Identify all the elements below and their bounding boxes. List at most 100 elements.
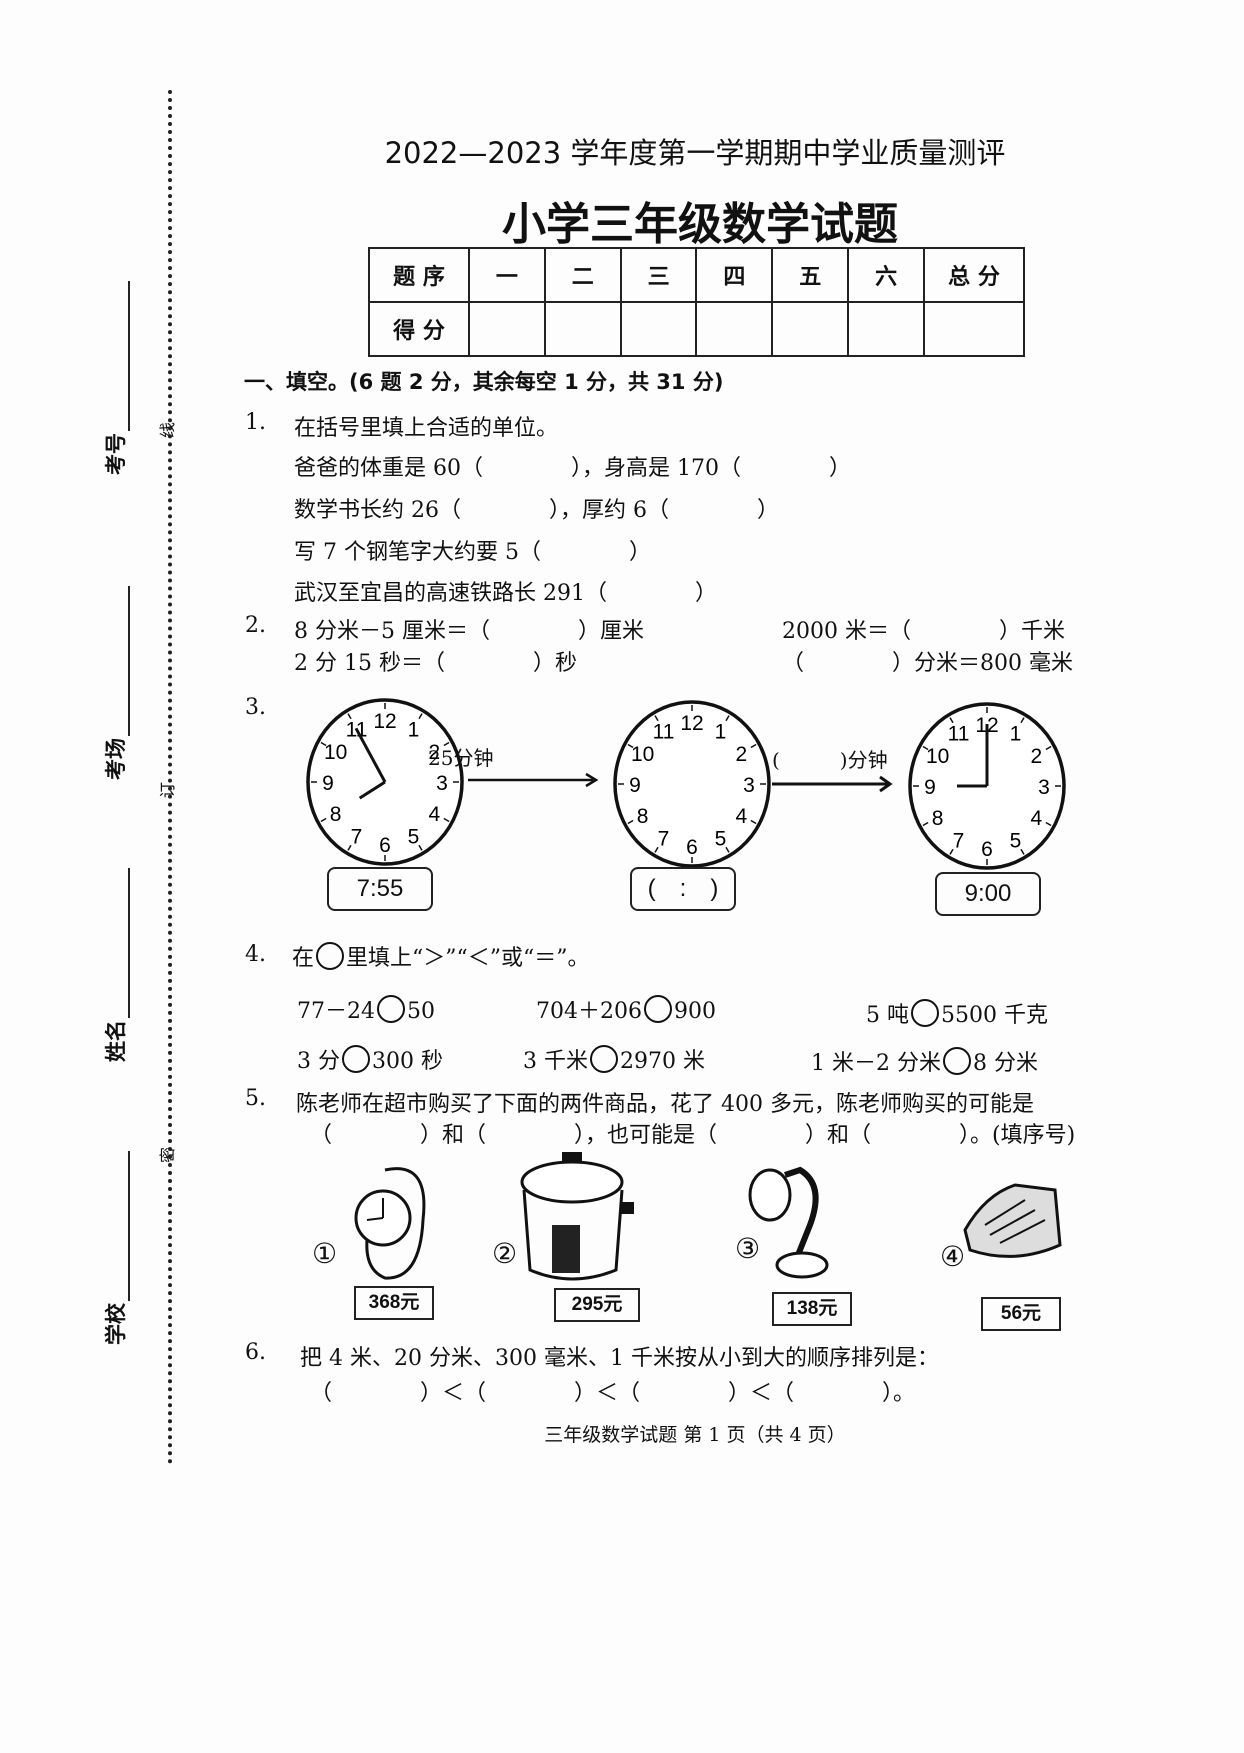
minute-hand [354, 727, 387, 783]
left-expr: 1 米－2 分米 [811, 1051, 941, 1076]
time-box: 9:00 [935, 872, 1041, 916]
clock-tick [1020, 717, 1025, 724]
arrow-right-icon [468, 772, 599, 788]
name-label: 姓名 [104, 1020, 128, 1062]
left-expr: 5 吨 [866, 1003, 909, 1028]
score-cell[interactable] [619, 301, 698, 357]
header-cell: 总 分 [923, 247, 1025, 303]
seal-mark-ding: 订 [158, 781, 178, 799]
header-cell: 三 [619, 247, 698, 303]
room-field[interactable]: 考场 [100, 586, 130, 780]
fill-line[interactable]: 2 分 15 秒＝（ ）秒 [294, 651, 577, 676]
score-cell[interactable] [695, 301, 774, 357]
page-title: 小学三年级数学试题 [502, 199, 898, 250]
clock-number: 3 [436, 772, 448, 795]
room-blank[interactable] [128, 586, 130, 736]
clock-tick [1045, 821, 1052, 827]
clock-tick [418, 844, 423, 851]
arrow-label-blank-min[interactable]: ( )分钟 [772, 748, 888, 772]
fill-line[interactable]: 2000 米＝（ ）千米 [782, 619, 1065, 644]
section-heading: 一、填空。(6 题 2 分，其余每空 1 分，共 31 分) [244, 370, 724, 394]
clock-number: 6 [981, 838, 993, 861]
name-field[interactable]: 姓名 [100, 868, 130, 1062]
seal-mark-mi: 密 [158, 1146, 178, 1164]
clock-number: 3 [1038, 776, 1050, 799]
clock-tick [320, 817, 327, 823]
header-cell: 一 [468, 247, 546, 303]
clock-number: 2 [1031, 745, 1043, 768]
clock-number: 7 [658, 828, 670, 851]
clock-tick [949, 717, 954, 724]
school-field[interactable]: 学校 [100, 1151, 130, 1345]
score-row: 得 分 [368, 301, 1025, 357]
arrow-right-icon [772, 775, 893, 793]
compare-circle[interactable] [942, 1047, 971, 1075]
score-cell[interactable] [923, 301, 1025, 357]
fill-line[interactable]: 武汉至宜昌的高速铁路长 291（ ） [294, 581, 717, 606]
question-number: 5. [245, 1086, 266, 1111]
clock-number: 12 [373, 710, 396, 733]
number-blank[interactable] [128, 281, 130, 431]
time-answer-box[interactable]: ( : ) [630, 867, 736, 911]
clock-number: 1 [1010, 722, 1022, 745]
question-text: 陈老师在超市购买了下面的两件商品，花了 400 多元，陈老师购买的可能是 [296, 1092, 1034, 1117]
clock-number: 8 [330, 803, 342, 826]
compare-circle[interactable] [342, 1045, 370, 1073]
score-cell[interactable] [468, 301, 546, 357]
clock-number: 9 [924, 776, 936, 799]
clock-tick [922, 821, 929, 827]
compare-circle[interactable] [590, 1045, 618, 1073]
score-label: 得 分 [368, 301, 470, 357]
compare-circle[interactable] [643, 995, 672, 1023]
room-label: 考场 [104, 738, 128, 780]
clock-number: 5 [715, 828, 727, 851]
score-cell[interactable] [847, 301, 925, 357]
score-table: 题 序 一 二 三 四 五 六 总 分 得 分 [368, 247, 1025, 357]
clock-number: 2 [736, 743, 748, 766]
clock-number: 7 [953, 830, 965, 853]
clock-number: 10 [324, 741, 347, 764]
fill-line[interactable]: 写 7 个钢笔字大约要 5（ ） [294, 540, 651, 565]
right-expr: 5500 千克 [941, 1003, 1048, 1028]
clock-tick [443, 741, 450, 747]
price-tag: 295元 [554, 1288, 640, 1322]
fill-line[interactable]: （ ）分米＝800 毫米 [782, 651, 1073, 676]
school-blank[interactable] [128, 1151, 130, 1301]
header-cell: 六 [847, 247, 925, 303]
sneakers-icon [963, 1183, 1062, 1258]
left-expr: 3 分 [297, 1049, 340, 1074]
name-blank[interactable] [128, 868, 130, 1018]
arrow-label-25min: 25分钟 [428, 746, 494, 770]
clock-tick [418, 713, 423, 720]
compare-circle[interactable] [377, 995, 405, 1023]
fill-line[interactable]: （ ）＜（ ）＜（ ）＜（ ）。 [310, 1381, 916, 1406]
clock-number: 7 [351, 826, 363, 849]
clock-number: 10 [926, 745, 949, 768]
clock-tick [443, 817, 450, 823]
clock-tick [750, 743, 757, 749]
text-pre: 在 [292, 946, 315, 971]
fill-line[interactable]: 数学书长约 26（ ），厚约 6（ ） [294, 498, 779, 523]
question-text: 把 4 米、20 分米、300 毫米、1 千米按从小到大的顺序排列是： [300, 1346, 939, 1371]
price-tag: 368元 [354, 1286, 434, 1320]
fill-line[interactable]: 爸爸的体重是 60（ ），身高是 170（ ） [294, 456, 851, 481]
school-label: 学校 [104, 1303, 128, 1345]
score-cell[interactable] [771, 301, 850, 357]
compare-circle[interactable] [911, 999, 939, 1027]
price-tag: 138元 [772, 1292, 852, 1326]
number-field[interactable]: 考号 [100, 281, 130, 475]
question-number: 3. [245, 695, 266, 720]
question-number: 6. [245, 1340, 266, 1365]
clock-tick [347, 844, 352, 851]
right-expr: 2970 米 [620, 1049, 705, 1074]
fill-line[interactable]: （ ）和（ ），也可能是（ ）和（ ）。(填序号) [310, 1123, 1076, 1148]
price-tag: 56元 [981, 1297, 1061, 1331]
fill-line[interactable]: 8 分米－5 厘米＝（ ）厘米 [294, 619, 644, 644]
score-cell[interactable] [543, 301, 622, 357]
number-label: 考号 [104, 433, 128, 475]
